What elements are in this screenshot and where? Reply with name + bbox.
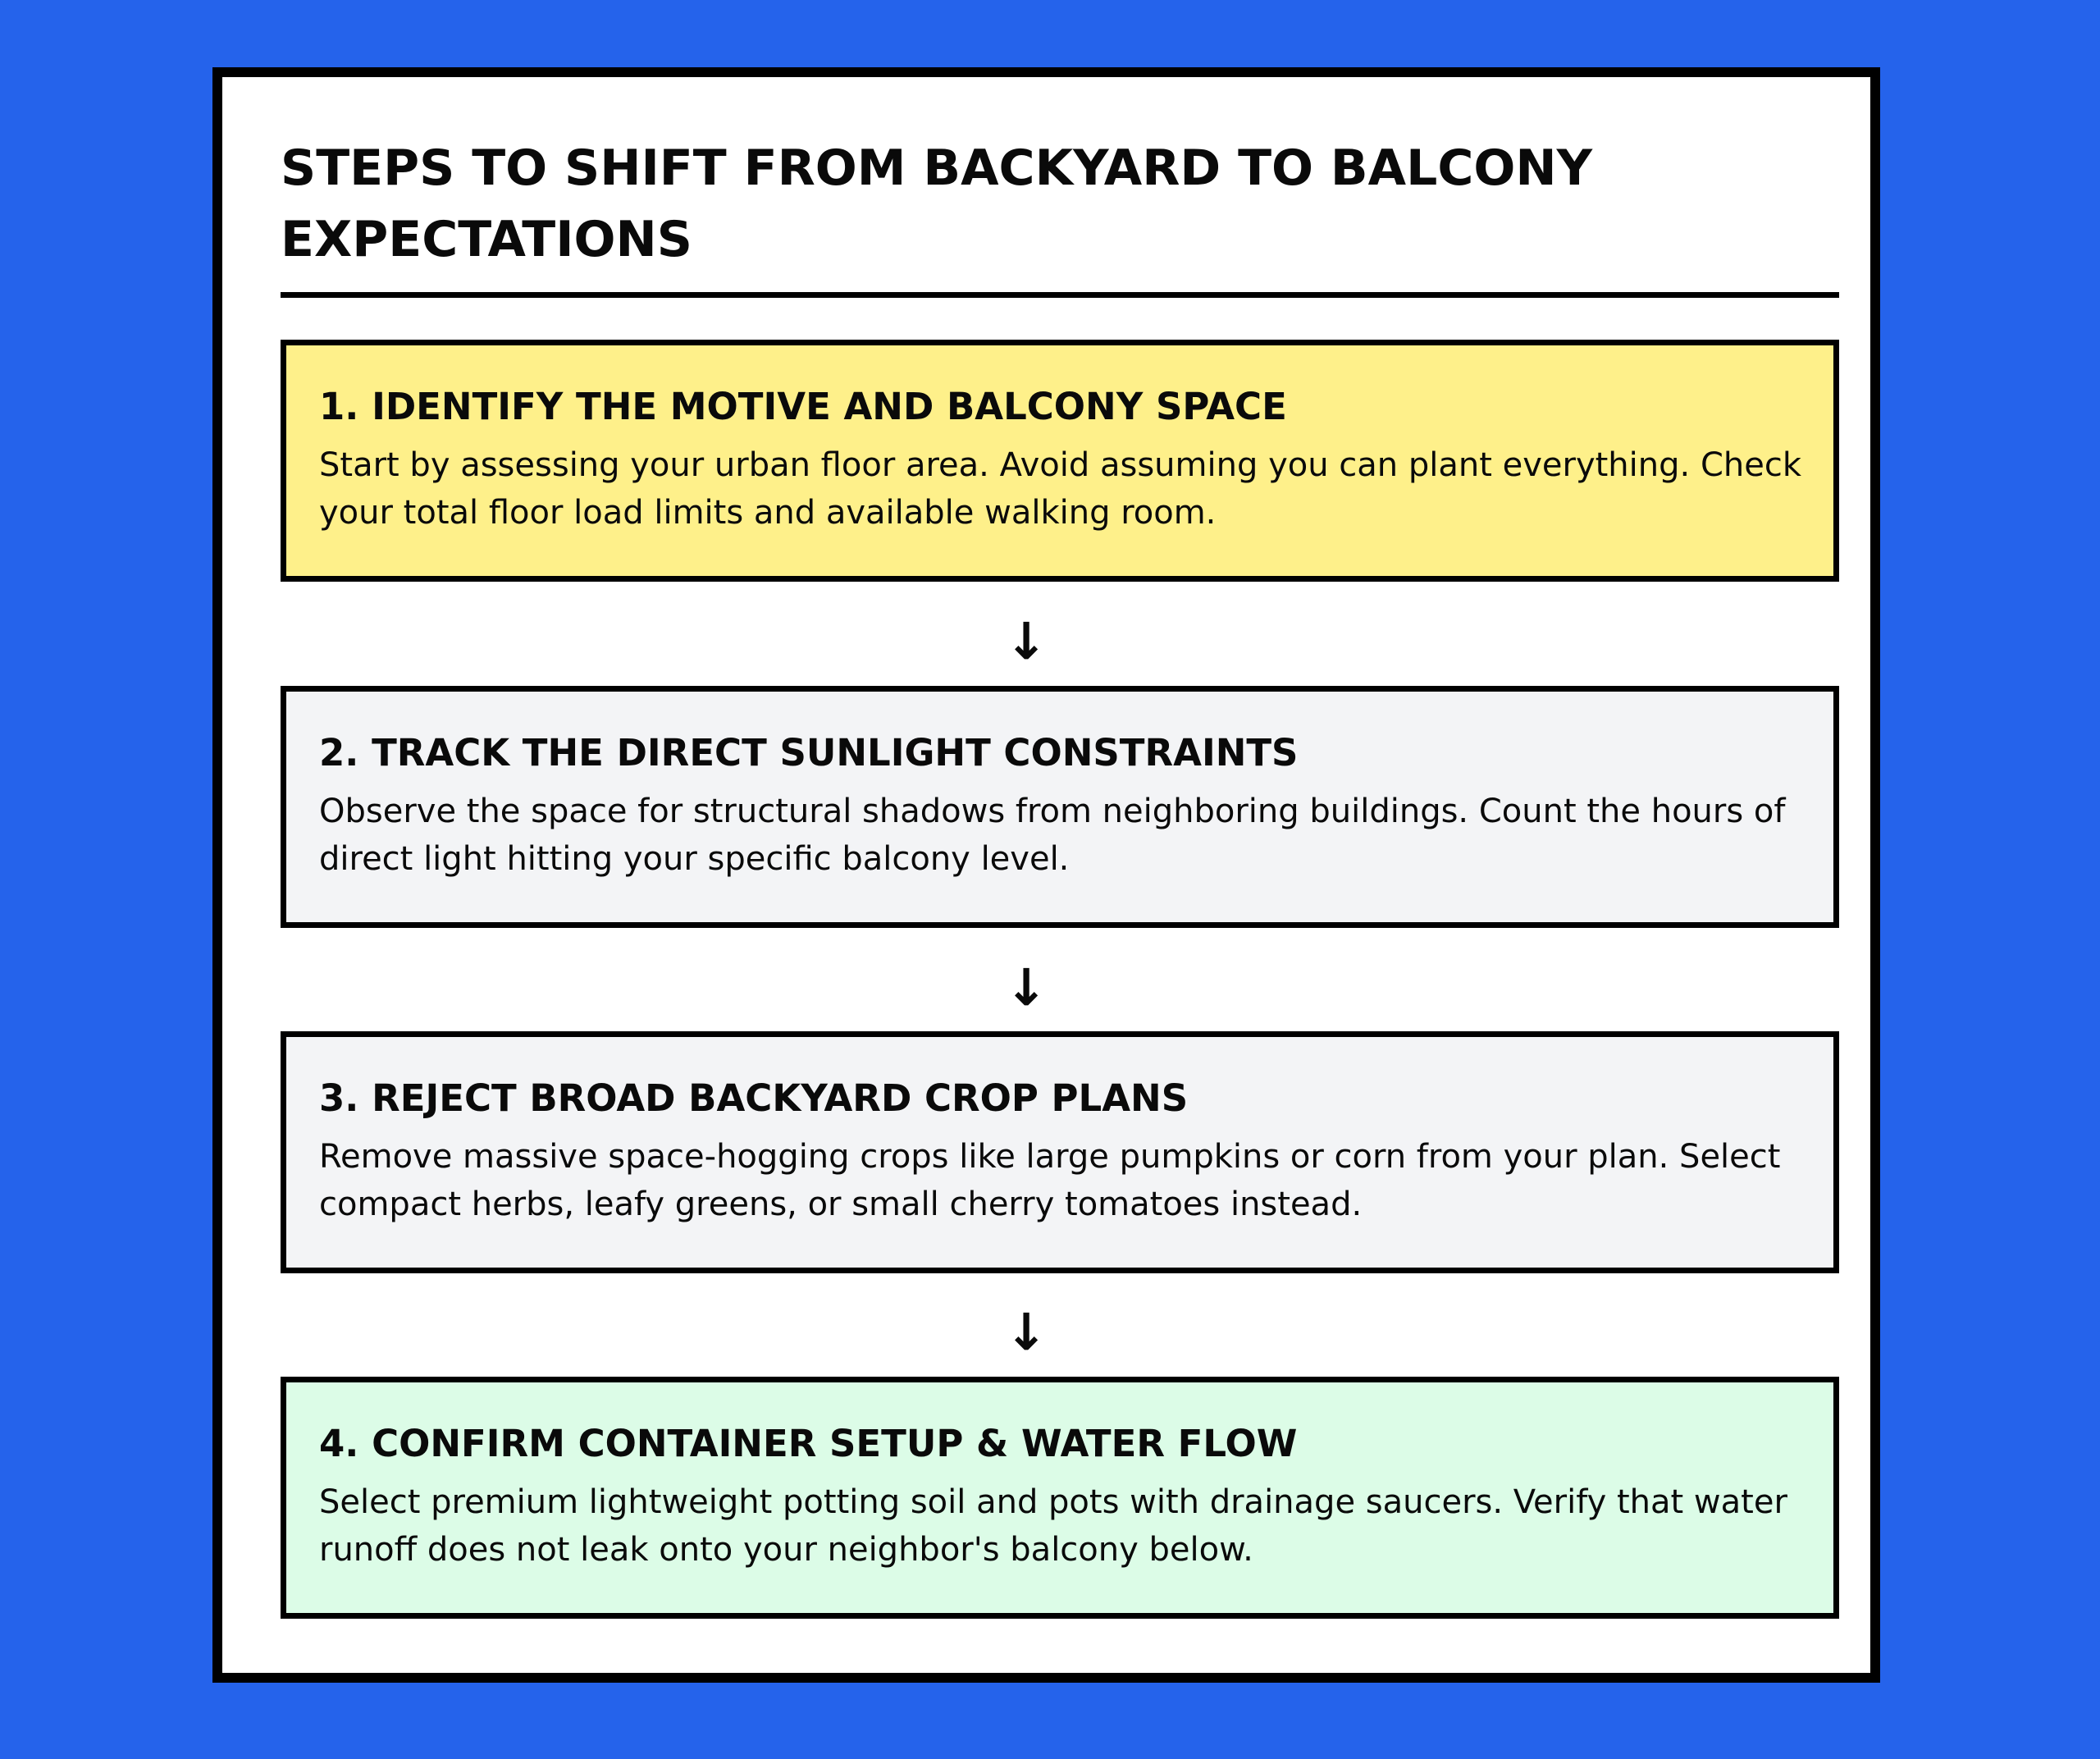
step-description-3: Remove massive space-hogging crops like … (319, 1138, 1781, 1223)
step-title-2: 2. TRACK THE DIRECT SUNLIGHT CONSTRAINTS (319, 731, 1299, 774)
step-title-1: 1. IDENTIFY THE MOTIVE AND BALCONY SPACE (319, 385, 1287, 428)
step-box-4: 4. CONFIRM CONTAINER SETUP & WATER FLOW … (281, 1377, 1839, 1619)
down-arrow-icon-1: ↓ (1005, 611, 1048, 671)
step-description-4: Select premium lightweight potting soil … (319, 1483, 1787, 1569)
step-title-3: 3. REJECT BROAD BACKYARD CROP PLANS (319, 1076, 1189, 1120)
title-divider (281, 292, 1839, 298)
step-box-1: 1. IDENTIFY THE MOTIVE AND BALCONY SPACE… (281, 340, 1839, 582)
step-description-1: Start by assessing your urban floor area… (319, 446, 1801, 532)
step-title-4: 4. CONFIRM CONTAINER SETUP & WATER FLOW (319, 1422, 1298, 1465)
page-title: STEPS TO SHIFT FROM BACKYARD TO BALCONY … (281, 139, 1593, 268)
step-box-2: 2. TRACK THE DIRECT SUNLIGHT CONSTRAINTS… (281, 686, 1839, 928)
steps-card: STEPS TO SHIFT FROM BACKYARD TO BALCONY … (212, 67, 1880, 1683)
step-box-3: 3. REJECT BROAD BACKYARD CROP PLANS Remo… (281, 1031, 1839, 1273)
down-arrow-icon-3: ↓ (1005, 1302, 1048, 1362)
step-description-2: Observe the space for structural shadows… (319, 793, 1786, 878)
down-arrow-icon-2: ↓ (1005, 957, 1048, 1017)
